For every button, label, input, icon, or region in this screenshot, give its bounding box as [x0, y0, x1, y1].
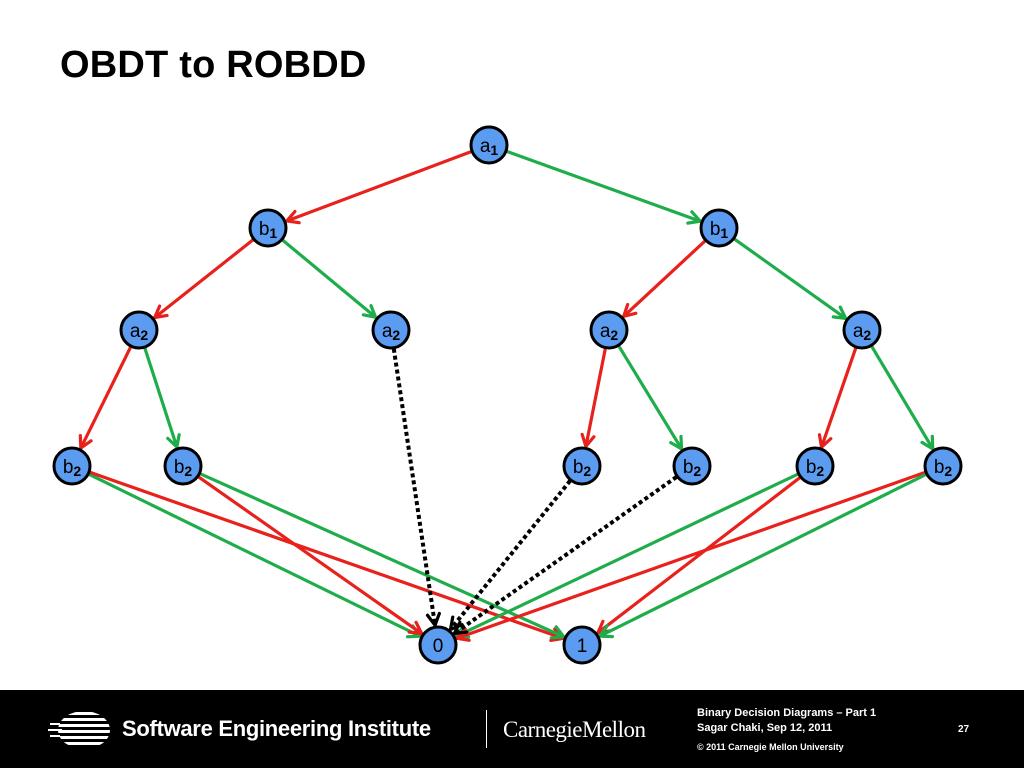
node-label: b1	[710, 219, 729, 241]
node-a3: a2	[589, 310, 629, 350]
node-label: b2	[934, 457, 953, 479]
footer-info: Binary Decision Diagrams – Part 1 Sagar …	[697, 706, 876, 755]
node-label: b2	[683, 457, 702, 479]
node-t1: 1	[562, 625, 602, 665]
edge-high-bR-a4	[733, 237, 849, 321]
sei-striped-globe-icon	[48, 712, 110, 745]
node-c6: b2	[672, 446, 712, 486]
edge-high-a3-c6	[617, 345, 684, 452]
bdd-diagram: a1 b1 b1 a2 a2 a2 a2 b2 b2 b2 b2 b2 b2 0 1	[52, 125, 963, 665]
edge-dotted-c6-t0	[451, 475, 678, 636]
edge-low-c1-t1	[89, 470, 567, 642]
edge-low-bR-a3	[621, 239, 707, 319]
edge-high-bL-a2	[281, 238, 379, 320]
node-label: a1	[480, 136, 499, 158]
edge-low-r-bL	[283, 150, 472, 225]
node-label: b2	[63, 457, 82, 479]
edge-high-a4-c8	[870, 345, 935, 452]
edge-layer	[78, 149, 935, 642]
node-c2: b2	[163, 446, 203, 486]
node-bL: b1	[248, 208, 288, 248]
node-label: a2	[130, 321, 149, 343]
node-t0: 0	[418, 625, 458, 665]
node-label: a2	[382, 321, 401, 343]
node-bR: b1	[699, 208, 739, 248]
copyright: © 2011 Carnegie Mellon University	[697, 742, 844, 752]
node-label: 0	[433, 636, 444, 657]
edge-low-c2-t0	[197, 475, 425, 636]
deck-title: Binary Decision Diagrams – Part 1	[697, 707, 877, 719]
node-label: b2	[573, 457, 592, 479]
node-a2: a2	[371, 310, 411, 350]
node-layer: a1 b1 b1 a2 a2 a2 a2 b2 b2 b2 b2 b2 b2 0 1	[52, 125, 963, 665]
sei-name: Software Engineering Institute	[122, 716, 431, 741]
edge-low-a3-c5	[580, 348, 607, 450]
node-label: b1	[259, 219, 278, 241]
edge-high-a1-c2	[143, 347, 181, 451]
edge-high-c2-t1	[199, 472, 567, 640]
footer-bar	[0, 690, 1024, 768]
edge-high-c7-t0	[453, 472, 799, 639]
page-number: 27	[958, 724, 970, 735]
edge-low-a1-c1	[78, 346, 133, 452]
node-a4: a2	[842, 310, 882, 350]
edge-low-c8-t0	[453, 470, 926, 642]
footer-divider	[486, 710, 487, 748]
node-label: b2	[806, 457, 825, 479]
edge-high-c8-t1	[596, 473, 927, 639]
node-label: b2	[174, 457, 193, 479]
node-c8: b2	[923, 446, 963, 486]
node-r: a1	[469, 125, 509, 165]
edge-low-bL-a1	[152, 238, 255, 320]
edge-low-a4-c7	[817, 347, 858, 451]
author-date: Sagar Chaki, Sep 12, 2011	[697, 722, 833, 734]
node-a1: a2	[119, 310, 159, 350]
node-label: a2	[853, 321, 872, 343]
node-c1: b2	[52, 446, 92, 486]
edge-dotted-a2-t0	[391, 348, 441, 629]
node-c7: b2	[795, 446, 835, 486]
cmu-wordmark: CarnegieMellon	[503, 717, 646, 742]
edge-dotted-c5-t0	[448, 479, 572, 633]
node-label: a2	[600, 321, 619, 343]
slide-title: OBDT to ROBDD	[60, 44, 367, 86]
edge-high-r-bR	[506, 149, 704, 225]
node-c5: b2	[562, 446, 602, 486]
node-label: 1	[577, 636, 588, 657]
